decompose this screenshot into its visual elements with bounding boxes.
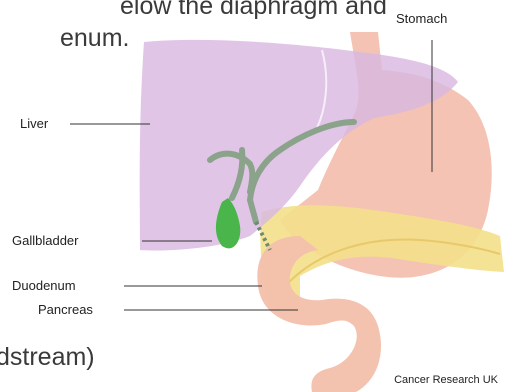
image-credit: Cancer Research UK (394, 374, 498, 386)
label-liver: Liver (20, 116, 48, 131)
label-duodenum: Duodenum (12, 278, 76, 293)
label-stomach: Stomach (396, 11, 447, 26)
label-pancreas: Pancreas (38, 302, 93, 317)
label-gallbladder: Gallbladder (12, 233, 79, 248)
